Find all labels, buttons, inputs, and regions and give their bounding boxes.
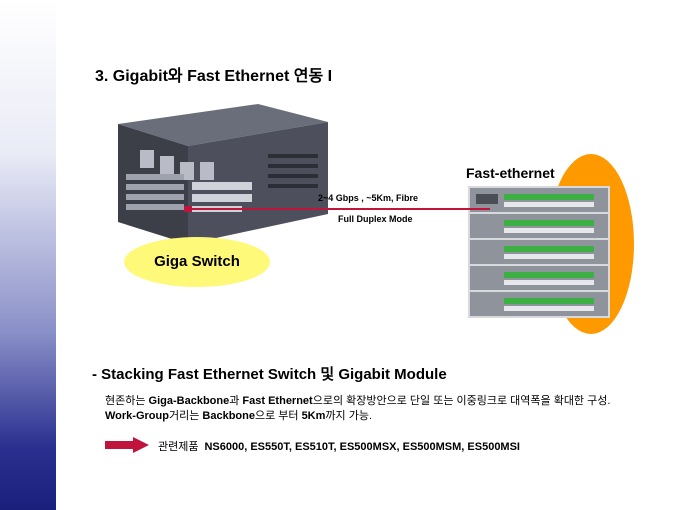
related-products-models: NS6000, ES550T, ES510T, ES500MSX, ES500M… xyxy=(204,441,520,453)
fast-ethernet-stack-image xyxy=(468,186,610,318)
desc-text: 과 xyxy=(229,395,243,407)
section-subtitle: - Stacking Fast Ethernet Switch 및 Gigabi… xyxy=(92,366,447,383)
page-title: 3. Gigabit와 Fast Ethernet 연동 I xyxy=(95,68,333,85)
giga-switch-chassis-image xyxy=(118,104,328,244)
fast-ethernet-label: Fast-ethernet xyxy=(466,165,555,181)
desc-bold: Fast Ethernet xyxy=(242,395,313,407)
related-products-label: 관련제품 xyxy=(158,441,199,453)
link-speed-label: 2~4 Gbps , ~5Km, Fibre xyxy=(318,193,419,203)
desc-bold: Backbone xyxy=(202,410,255,422)
left-gradient-bar xyxy=(0,0,56,510)
desc-text: 으로의 확장방안으로 단일 또는 이중링크로 대역폭을 확대한 구성. xyxy=(312,395,611,407)
desc-text: 거리는 xyxy=(168,410,203,422)
desc-text: 까지 가능. xyxy=(325,410,372,422)
description-paragraph: 현존하는 Giga-Backbone과 Fast Ethernet으로의 확장방… xyxy=(105,394,625,424)
right-arrow-icon xyxy=(105,437,149,453)
link-mode-label: Full Duplex Mode xyxy=(338,214,413,224)
desc-text: 현존하는 xyxy=(105,395,149,407)
gigabit-link-line xyxy=(188,208,490,210)
giga-switch-label: Giga Switch xyxy=(154,253,240,270)
desc-bold: Giga-Backbone xyxy=(148,395,230,407)
related-products: 관련제품 NS6000, ES550T, ES510T, ES500MSX, ES… xyxy=(158,438,520,454)
giga-switch-ellipse xyxy=(124,237,270,287)
desc-text: 으로 부터 xyxy=(254,410,302,422)
desc-bold: Work-Group xyxy=(105,410,169,422)
desc-bold: 5Km xyxy=(301,410,326,422)
